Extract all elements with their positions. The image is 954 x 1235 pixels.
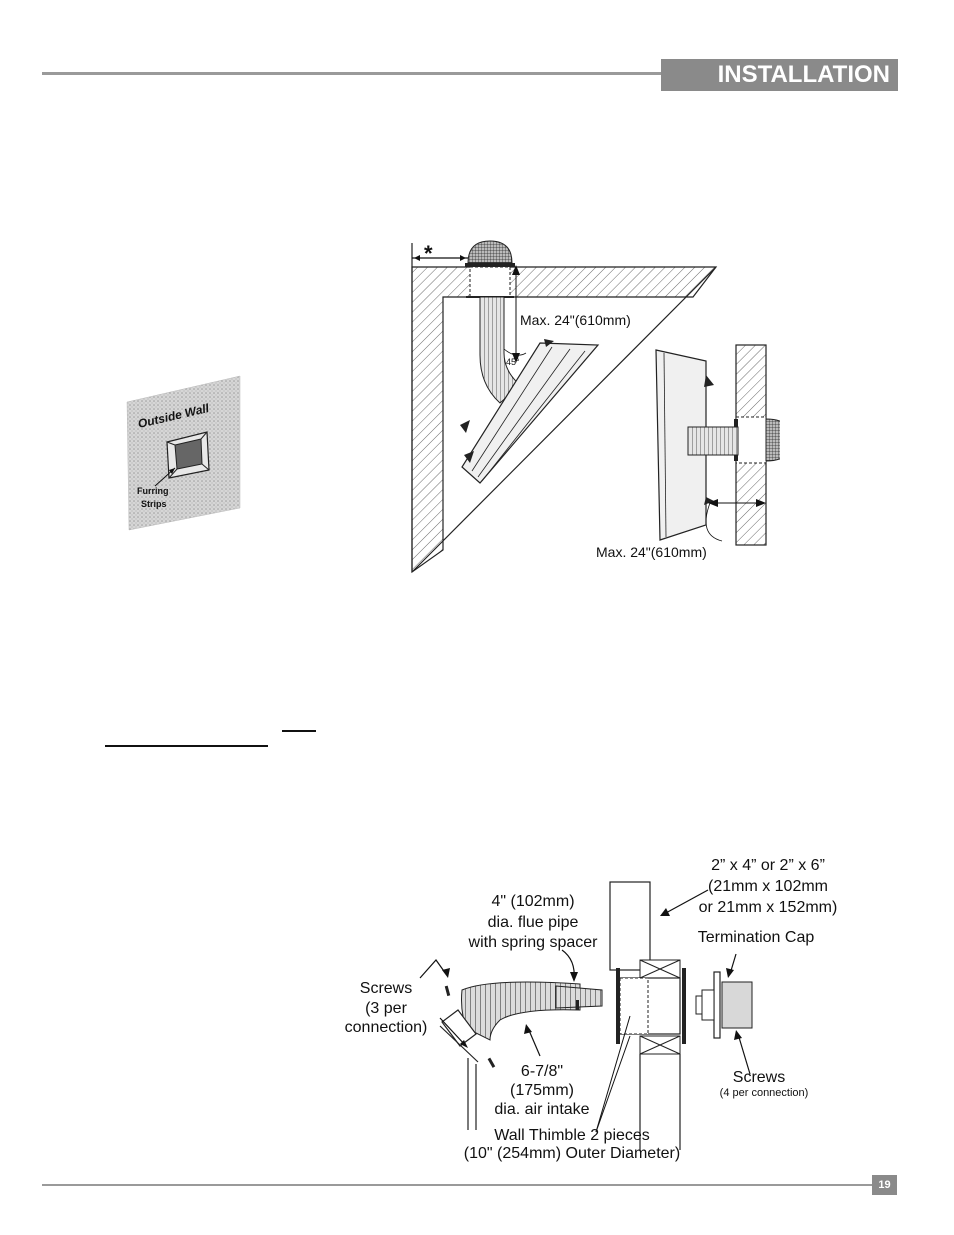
clearance-asterisk: * <box>424 241 433 266</box>
thimble-label-2: (10" (254mm) Outer Diameter) <box>464 1145 680 1162</box>
framing-label-2: (21mm x 102mm <box>708 878 828 895</box>
footer-rule <box>42 1184 872 1186</box>
page-number: 19 <box>872 1175 897 1195</box>
underline-2 <box>282 730 316 732</box>
screws-label-1: Screws <box>360 980 412 997</box>
intake-label-3: dia. air intake <box>494 1101 589 1118</box>
cap-screws-label-2: (4 per connection) <box>720 1087 809 1099</box>
termination-cap-label: Termination Cap <box>698 929 815 946</box>
screws-label-2: (3 per <box>365 1000 407 1017</box>
side-cap-icon <box>765 418 780 462</box>
screws-label-3: connection) <box>345 1019 428 1036</box>
underline-1 <box>105 745 268 747</box>
termination-cap-icon <box>467 240 513 264</box>
thimble-label-1: Wall Thimble 2 pieces <box>494 1127 650 1144</box>
intake-label-1: 6-7/8" <box>521 1063 563 1080</box>
flue-label-1: 4" (102mm) <box>491 893 574 910</box>
max-horizontal-label: Max. 24"(610mm) <box>596 544 707 560</box>
furring-label-2: Strips <box>141 499 167 509</box>
cap-screws-label-1: Screws <box>733 1069 785 1086</box>
framing-label-1: 2” x 4” or 2” x 6” <box>711 857 825 874</box>
intake-label-2: (175mm) <box>510 1082 574 1099</box>
termination-cap-part <box>721 981 753 1029</box>
corner-installation-figure: * Max. 24"(610mm) 45° Max. 24"(610mm) <box>411 240 780 574</box>
flue-label-3: with spring spacer <box>468 934 599 951</box>
section-title: INSTALLATION <box>661 59 898 91</box>
vent-parts-figure: 2” x 4” or 2” x 6” (21mm x 102mm or 21mm… <box>345 857 838 1162</box>
flue-label-2: dia. flue pipe <box>488 914 579 931</box>
header-rule <box>42 72 662 75</box>
furring-label-1: Furring <box>137 486 169 496</box>
max-vertical-label: Max. 24"(610mm) <box>520 312 631 328</box>
outside-wall-figure: Outside Wall Furring Strips <box>126 375 241 531</box>
framing-label-3: or 21mm x 152mm) <box>699 899 838 916</box>
angle-label: 45° <box>506 357 520 367</box>
framing-stud-top <box>609 881 651 971</box>
